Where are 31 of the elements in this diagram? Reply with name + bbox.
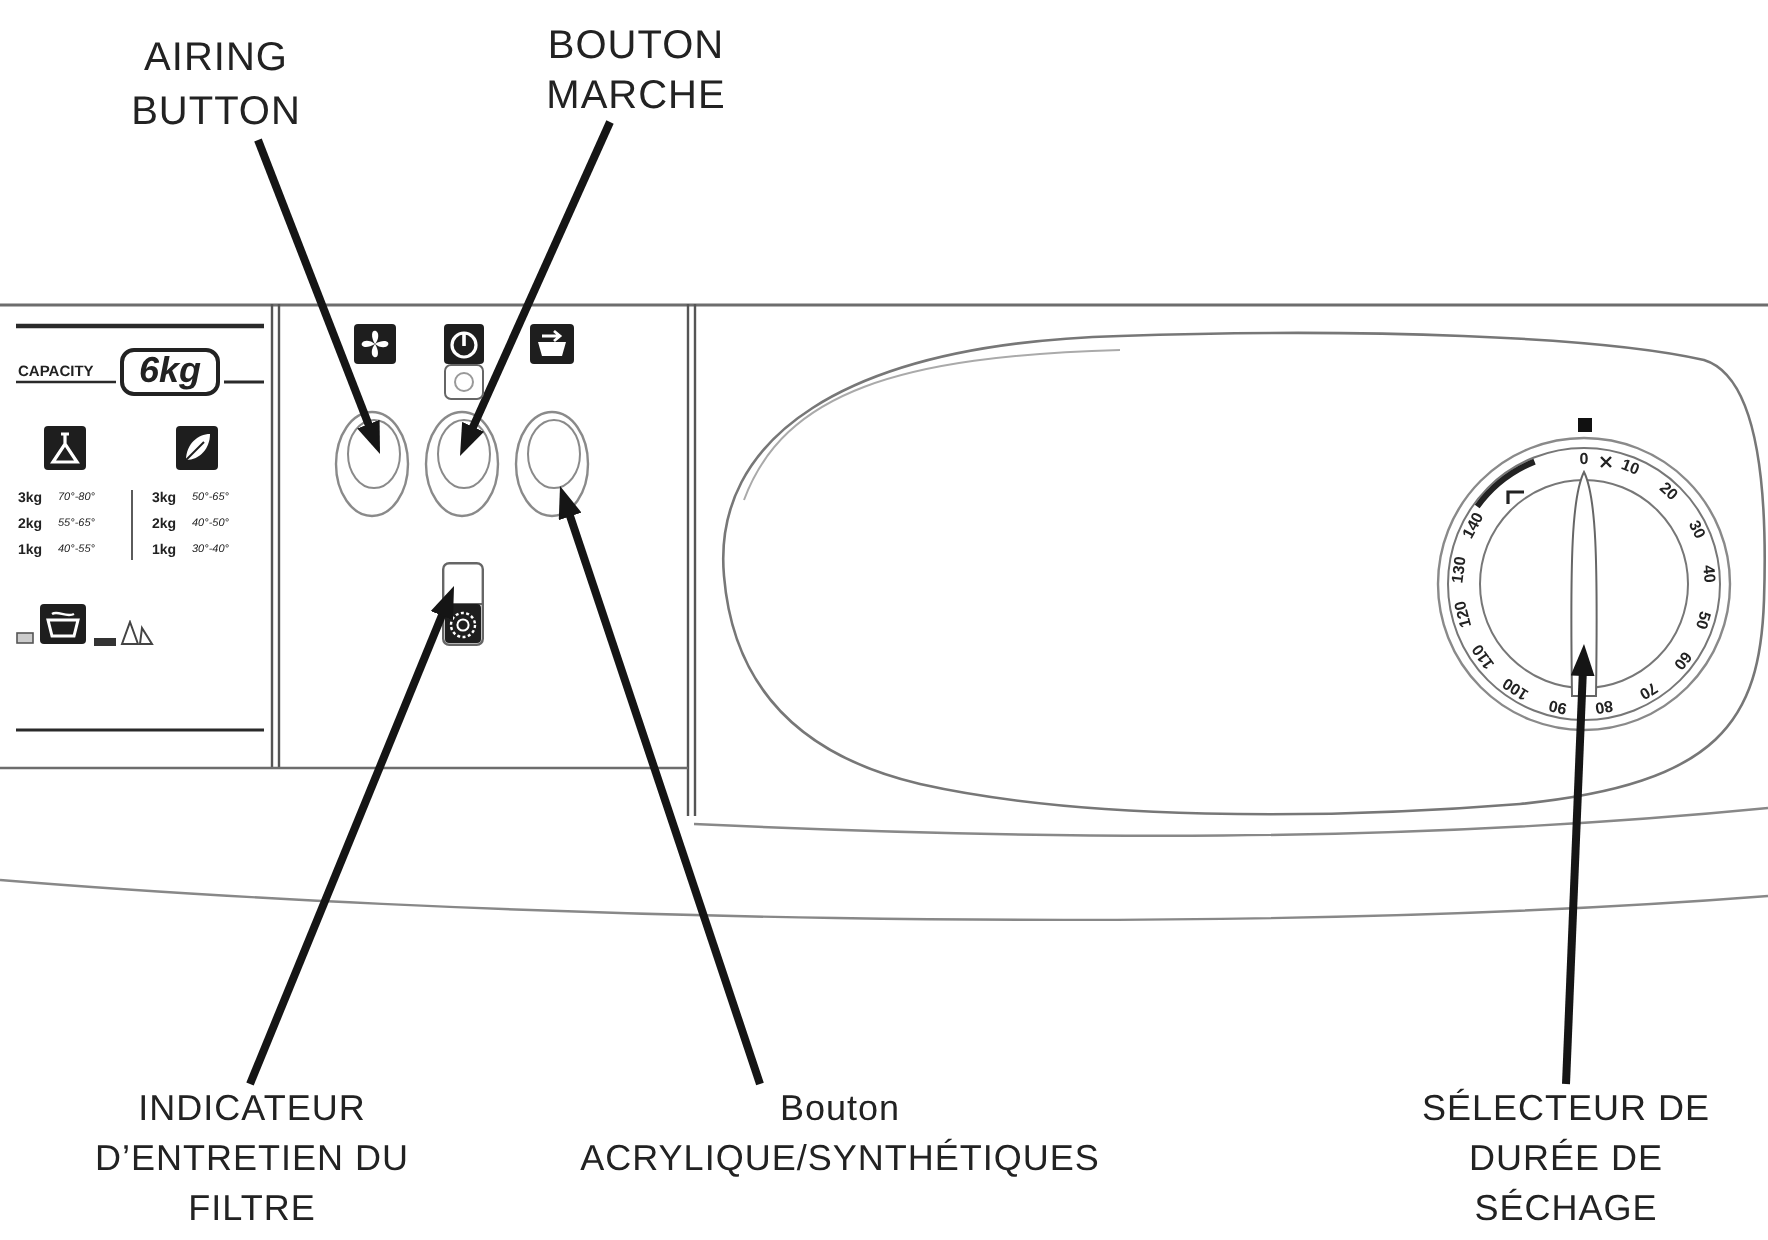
capacity-value: 6kg	[120, 348, 220, 396]
leader-arrow	[460, 120, 614, 456]
dial-number: 50	[1692, 608, 1714, 630]
callout-text: SÉLECTEUR DE DURÉE DE SÉCHAGE	[1410, 1084, 1722, 1234]
dial-number: 130	[1451, 554, 1471, 584]
dial-number: 20	[1655, 480, 1680, 505]
leader-arrow	[246, 586, 454, 1086]
dial-number: 10	[1617, 457, 1641, 480]
callout-text: INDICATEUR D’ENTRETIEN DU FILTRE	[76, 1084, 428, 1234]
push-button	[514, 410, 590, 518]
dial-number: 100	[1500, 674, 1532, 702]
dial-number: 140	[1461, 509, 1489, 541]
push-button	[334, 410, 410, 518]
leader-arrow	[254, 138, 380, 454]
dial-number: 110	[1469, 641, 1498, 672]
dial-number: 40	[1698, 564, 1717, 584]
leader-arrow	[558, 486, 764, 1086]
push-button	[424, 410, 500, 518]
dial-number: 0	[1579, 452, 1589, 468]
leader-arrow	[1562, 644, 1595, 1085]
callout-text: AIRING BUTTON	[106, 32, 326, 140]
dial-number: 80	[1594, 696, 1615, 716]
callout-text: BOUTON MARCHE	[516, 22, 756, 122]
dial-number: 120	[1452, 599, 1475, 630]
timer-dial	[1436, 436, 1732, 732]
callout-text: Bouton ACRYLIQUE/SYNTHÉTIQUES	[550, 1084, 1130, 1184]
dial-number: 30	[1684, 517, 1707, 541]
dial-number: 70	[1635, 678, 1660, 702]
dial-number: 90	[1548, 695, 1570, 716]
dial-number: 60	[1670, 648, 1694, 672]
filter-indicator	[442, 562, 484, 646]
